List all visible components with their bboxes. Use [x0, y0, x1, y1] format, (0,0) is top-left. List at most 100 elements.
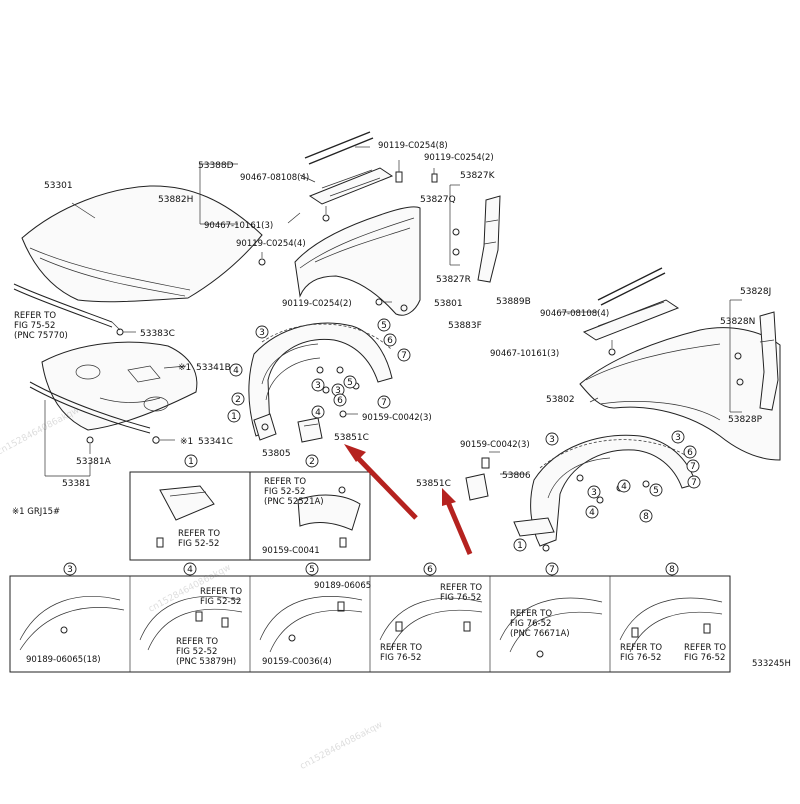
callout-marker: 7 — [687, 475, 701, 489]
part-label: 53883F — [448, 321, 482, 331]
liner-lh-group — [248, 322, 393, 443]
callout-marker: 4 — [617, 479, 631, 493]
callout-number: 3 — [549, 435, 555, 445]
detail-row-bottom — [9, 575, 731, 673]
part-label: 53383C — [140, 329, 175, 339]
callout-marker: 3 — [311, 378, 325, 392]
fender-liner-rh — [530, 434, 697, 547]
callout-marker: 1 — [184, 454, 198, 468]
callout-marker: 6 — [383, 333, 397, 347]
reference-notes: REFER TO FIG 75-52 (PNC 75770) REFER TO … — [14, 311, 729, 667]
callout-circle — [639, 509, 653, 523]
part-label: 90159-C0042(3) — [362, 413, 432, 423]
hood-inner-line — [29, 247, 191, 291]
part-label: 53889B — [496, 297, 531, 307]
watermark-text: cn1528464086akqw — [299, 720, 385, 772]
callout-number: 3 — [315, 381, 321, 391]
callout-number: 7 — [691, 478, 697, 488]
part-label: 53802 — [546, 395, 575, 405]
ref-note-fig76-detail8b: REFER TO FIG 76-52 — [684, 643, 729, 663]
callout-circle — [687, 475, 701, 489]
fender-rh-seal — [582, 299, 680, 341]
part-label: 90467-10161(3) — [204, 221, 273, 231]
callout-circle — [585, 505, 599, 519]
callout-number: 4 — [589, 508, 595, 518]
part-label: 90159-C0042(3) — [460, 440, 530, 450]
part-label: 53827Q — [420, 195, 456, 205]
callout-number: 3 — [259, 328, 265, 338]
callout-marker: 3 — [545, 432, 559, 446]
callout-marker: 4 — [229, 363, 243, 377]
watermark-text: cn1528464086akqw — [0, 406, 81, 458]
hood-group — [13, 185, 263, 477]
callout-number: 2 — [235, 395, 241, 405]
part-label: 53301 — [44, 181, 73, 191]
fender-lh-panel — [294, 206, 421, 316]
bracket-clip-icon — [452, 228, 460, 236]
fender-lh-seal — [308, 167, 394, 205]
callout-number: 3 — [591, 488, 597, 498]
callout-circle — [231, 392, 245, 406]
part-label: 53381A — [76, 457, 112, 467]
callout-circle — [671, 430, 685, 444]
callout-number: 3 — [675, 433, 681, 443]
callout-circle — [617, 479, 631, 493]
callout-marker: 7 — [377, 395, 391, 409]
callout-marker: 6 — [333, 393, 347, 407]
callout-number: 8 — [643, 512, 649, 522]
arrow-rh-liner — [445, 501, 473, 555]
callout-number: 6 — [687, 448, 693, 458]
callout-number: 6 — [387, 336, 393, 346]
callout-marker: 7 — [545, 562, 559, 576]
callout-circle — [333, 393, 347, 407]
part-label: 53827K — [460, 171, 496, 181]
callout-circle — [311, 405, 325, 419]
ref-note-fig75: REFER TO FIG 75-52 (PNC 75770) — [14, 311, 68, 341]
part-labels: 53301 53388D 90467-08108(4) 53882H 90467… — [12, 141, 791, 669]
callout-marker: 8 — [665, 562, 679, 576]
fender-rh-bracket — [759, 311, 779, 411]
callout-marker: 3 — [63, 562, 77, 576]
callout-circle — [587, 485, 601, 499]
callout-number: 7 — [549, 565, 555, 575]
callout-marker: 7 — [397, 348, 411, 362]
part-label: 53805 — [262, 449, 291, 459]
ref-note-fig52-detail4a: REFER TO FIG 52-52 — [200, 587, 245, 607]
arrow-lh-liner — [354, 454, 418, 520]
fender-lh-strip — [304, 131, 371, 159]
callout-number: 3 — [335, 386, 341, 396]
callout-circle — [686, 459, 700, 473]
callout-marker: 1 — [227, 409, 241, 423]
part-label: 53388D — [198, 161, 234, 171]
callout-circle — [397, 348, 411, 362]
part-label: 90467-10161(3) — [490, 349, 559, 359]
part-label: 90119-C0254(4) — [236, 239, 306, 249]
fender-rh-group — [560, 267, 781, 461]
ref-note-fig76-detail8a: REFER TO FIG 76-52 — [620, 643, 665, 663]
part-label: 90189-06065(18) — [26, 655, 101, 665]
callout-circle — [377, 318, 391, 332]
part-label: 53882H — [158, 195, 193, 205]
callout-circle — [423, 562, 437, 576]
part-label: 53828N — [720, 317, 755, 327]
seal-clip-icon — [86, 436, 94, 444]
callout-marker: 5 — [343, 375, 357, 389]
part-label: 53341B — [196, 363, 231, 373]
part-label: 53828J — [740, 287, 771, 297]
part-label: 53806 — [502, 471, 531, 481]
part-label: 53851C — [416, 479, 451, 489]
callout-circle — [649, 483, 663, 497]
callout-circle — [311, 378, 325, 392]
part-label: 90159-C0036(4) — [262, 657, 332, 667]
callout-circle — [545, 432, 559, 446]
callout-circle — [305, 454, 319, 468]
fender-liner-lh — [248, 322, 393, 437]
callout-number: 3 — [67, 565, 73, 575]
callout-marker: 3 — [587, 485, 601, 499]
highlight-arrows — [344, 444, 473, 555]
fender-rh-strip — [597, 267, 663, 301]
callout-marker: 4 — [585, 505, 599, 519]
callout-number: 7 — [381, 398, 387, 408]
